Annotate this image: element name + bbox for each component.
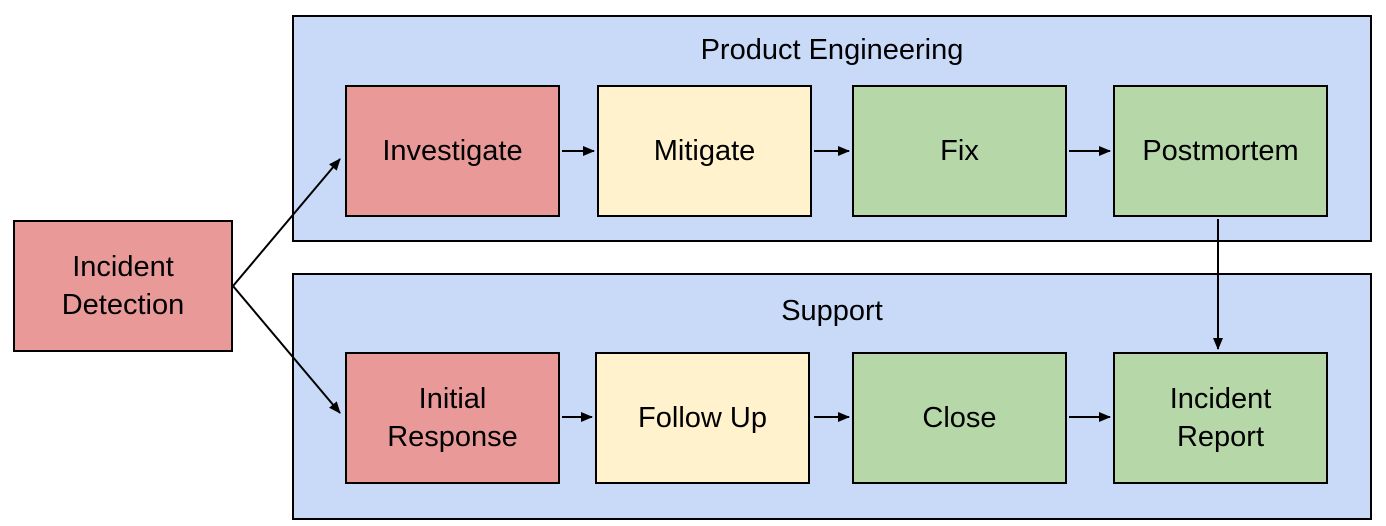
node-incident-report[interactable]: Incident Report <box>1113 352 1328 484</box>
node-fix[interactable]: Fix <box>852 85 1067 217</box>
lane-title-support: Support <box>781 295 883 327</box>
node-close[interactable]: Close <box>852 352 1067 484</box>
node-label: Close <box>922 401 997 434</box>
node-label: Follow Up <box>638 401 767 434</box>
node-label: Incident Detection <box>61 250 185 321</box>
node-follow-up[interactable]: Follow Up <box>595 352 810 484</box>
node-investigate[interactable]: Investigate <box>345 85 560 217</box>
node-label: Initial Response <box>387 382 518 453</box>
node-label: Incident Report <box>1169 382 1272 453</box>
node-initial-response[interactable]: Initial Response <box>345 352 560 484</box>
node-incident-detection[interactable]: Incident Detection <box>13 220 233 352</box>
lane-support: Support Initial Response Follow Up Close… <box>292 273 1372 520</box>
node-label: Postmortem <box>1142 134 1299 167</box>
node-postmortem[interactable]: Postmortem <box>1113 85 1328 217</box>
node-label: Fix <box>940 134 979 167</box>
lane-product-engineering: Product Engineering Investigate Mitigate… <box>292 15 1372 242</box>
lane-title-product-engineering: Product Engineering <box>700 34 964 66</box>
node-mitigate[interactable]: Mitigate <box>597 85 812 217</box>
node-label: Investigate <box>382 134 523 167</box>
node-label: Mitigate <box>653 134 756 167</box>
